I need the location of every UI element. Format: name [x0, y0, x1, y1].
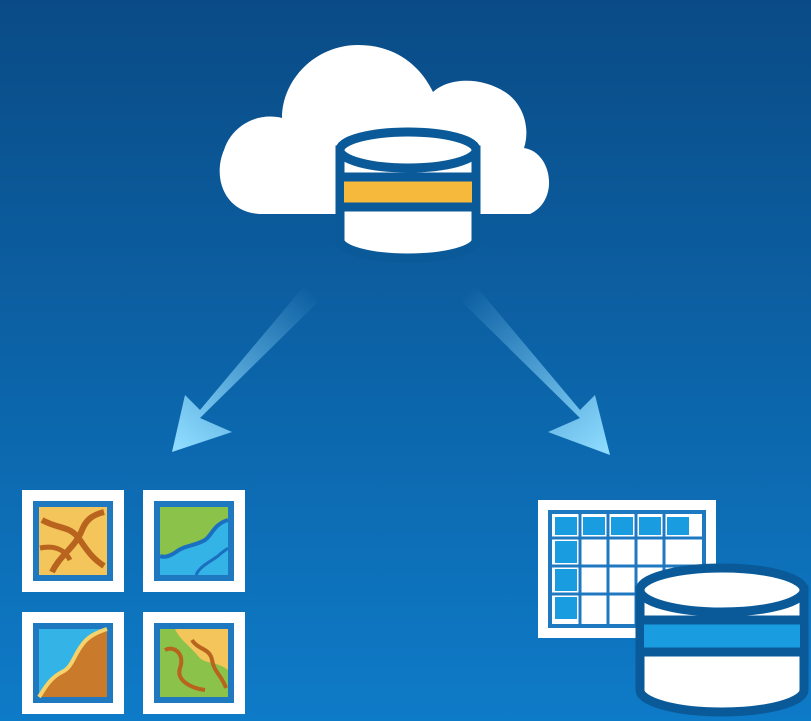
- local-database-icon: [635, 563, 809, 717]
- cloud-database-band: [344, 177, 472, 207]
- map-tile-coast-icon: [22, 612, 124, 714]
- map-tile-terrain-icon: [143, 612, 245, 714]
- map-tile-roads-icon: [22, 490, 124, 592]
- map-tiles-group: [22, 490, 245, 714]
- map-tile-rivers-icon: [143, 490, 245, 592]
- local-database-band: [644, 620, 800, 652]
- table-first-column: [555, 541, 577, 619]
- table-header-row: [555, 517, 689, 535]
- arrow-down-right-icon: [460, 285, 610, 455]
- cloud-database-icon: [335, 127, 481, 263]
- arrow-down-left-icon: [172, 285, 320, 452]
